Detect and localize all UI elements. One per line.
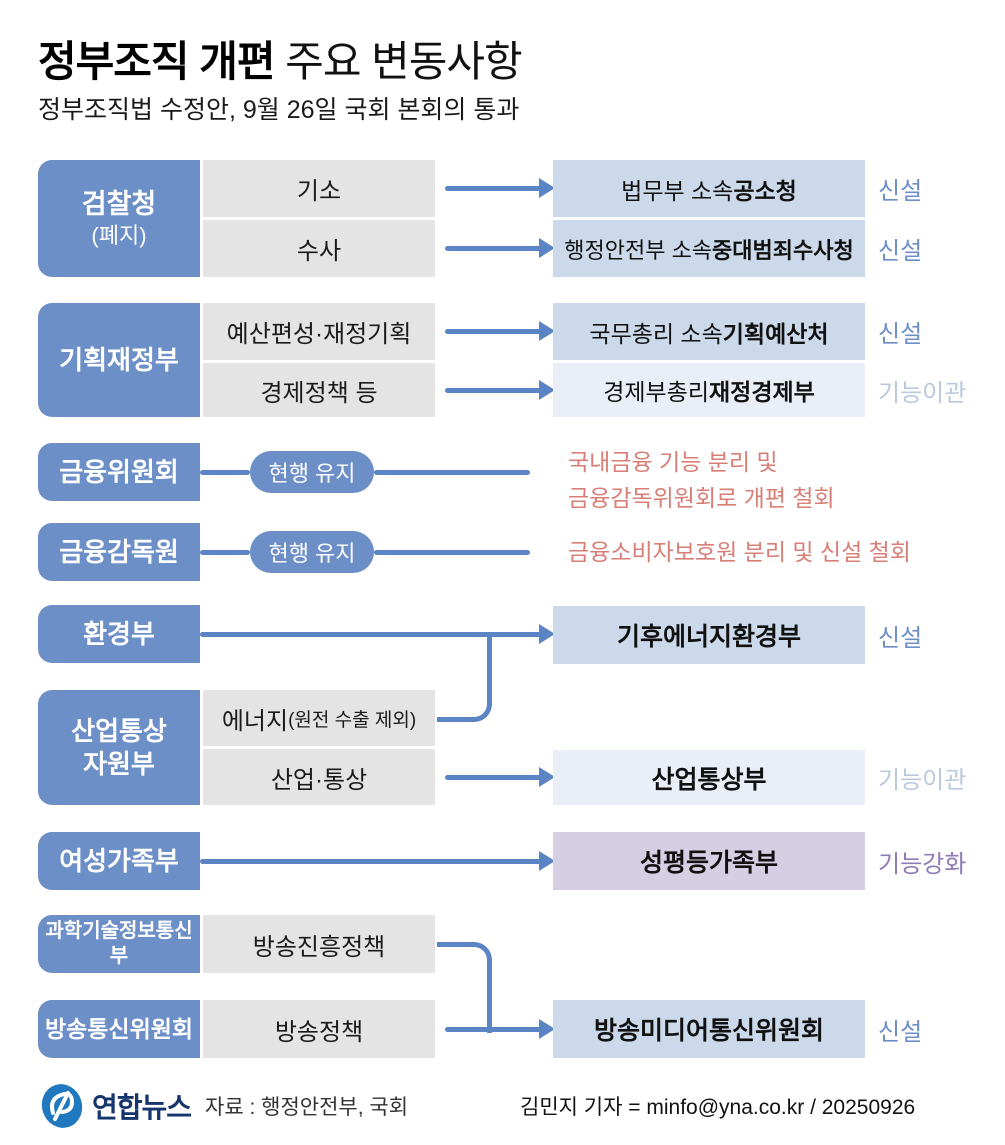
dest-main: 성평등가족부 bbox=[639, 849, 778, 877]
page-title-bold: 정부조직 개편 bbox=[38, 38, 276, 85]
page-title: 정부조직 개편 주요 변동사항 bbox=[38, 28, 523, 89]
dest-prefix: 경제부총리 bbox=[603, 379, 709, 405]
arrow-line bbox=[445, 775, 541, 780]
status-badge-new: 신설 bbox=[878, 238, 923, 265]
source-label-line2: 자원부 bbox=[83, 748, 155, 779]
dest-prefix: 국무총리 소속 bbox=[589, 320, 723, 347]
function-box-industry-trade: 산업·통상 bbox=[203, 749, 435, 805]
source-box-environment: 환경부 bbox=[38, 605, 200, 663]
dest-main: 공소청 bbox=[733, 177, 797, 204]
yonhap-logo-text: 연합뉴스 bbox=[92, 1092, 192, 1123]
status-badge-new: 신설 bbox=[878, 321, 923, 348]
source-label: 방송통신위원회 bbox=[44, 1015, 194, 1042]
dest-main: 기후에너지환경부 bbox=[616, 623, 801, 651]
function-label: 에너지 bbox=[221, 707, 289, 735]
arrow-line bbox=[445, 246, 541, 251]
source-box-finance-ministry: 기획재정부 bbox=[38, 303, 200, 417]
status-pill-maintain: 현행 유지 bbox=[250, 451, 374, 493]
status-badge-new: 신설 bbox=[878, 1018, 923, 1046]
source-label: 금융위원회 bbox=[59, 456, 179, 487]
function-box-budget: 예산편성·재정기획 bbox=[203, 303, 435, 360]
arrow-head-icon bbox=[539, 178, 555, 198]
function-box-energy: 에너지(원전 수출 제외) bbox=[203, 690, 435, 746]
arrow-head-icon bbox=[539, 380, 555, 400]
arrow-line bbox=[445, 186, 541, 191]
dest-main: 재정경제부 bbox=[709, 379, 815, 405]
status-badge-new: 신설 bbox=[878, 624, 923, 652]
dest-main: 방송미디어통신위원회 bbox=[593, 1017, 824, 1045]
dest-main: 기획예산처 bbox=[722, 320, 829, 347]
dest-box-planning-budget-office: 국무총리 소속 기획예산처 bbox=[553, 303, 865, 360]
merge-connector-down bbox=[437, 942, 492, 1033]
status-badge-transfer: 기능이관 bbox=[878, 767, 967, 794]
source-credit: 자료 : 행정안전부, 국회 bbox=[205, 1096, 409, 1119]
function-box-broadcast-promotion: 방송진흥정책 bbox=[203, 915, 435, 973]
arrow-line bbox=[445, 388, 541, 393]
reporter-byline: 김민지 기자 = minfo@yna.co.kr / 20250926 bbox=[520, 1096, 916, 1119]
connector-line bbox=[200, 550, 250, 555]
arrow-head-icon bbox=[539, 238, 555, 258]
merge-connector-up bbox=[437, 634, 492, 722]
source-box-industry: 산업통상 자원부 bbox=[38, 690, 200, 805]
note-line: 국내금융 기능 분리 및 bbox=[568, 449, 778, 475]
status-badge-transfer: 기능이관 bbox=[878, 379, 967, 407]
source-label: 검찰청 bbox=[81, 188, 157, 219]
arrow-line bbox=[200, 859, 541, 864]
dest-box-serious-crime-agency: 행정안전부 소속 중대범죄수사청 bbox=[553, 220, 865, 277]
arrow-head-icon bbox=[539, 851, 555, 871]
yonhap-logo-icon bbox=[41, 1084, 83, 1128]
page-subtitle: 정부조직법 수정안, 9월 26일 국회 본회의 통과 bbox=[38, 96, 520, 124]
note-line: 금융감독위원회로 개편 철회 bbox=[568, 485, 835, 511]
dest-box-climate-energy-environment: 기후에너지환경부 bbox=[553, 606, 865, 664]
function-box-broadcast-policy: 방송정책 bbox=[203, 1000, 435, 1058]
function-box-economic-policy: 경제정책 등 bbox=[203, 363, 435, 417]
function-label-small: (원전 수출 제외) bbox=[288, 709, 417, 731]
arrow-line bbox=[445, 1027, 541, 1032]
source-label: 기획재정부 bbox=[59, 344, 179, 375]
source-box-prosecution: 검찰청 (폐지) bbox=[38, 160, 200, 277]
connector-line bbox=[200, 470, 250, 475]
source-box-kcc: 방송통신위원회 bbox=[38, 1000, 200, 1058]
arrow-head-icon bbox=[539, 624, 555, 644]
dest-box-finance-economy-ministry: 경제부총리 재정경제부 bbox=[553, 363, 865, 417]
source-box-gender: 여성가족부 bbox=[38, 832, 200, 890]
status-badge-strengthen: 기능강화 bbox=[878, 850, 967, 878]
source-label: 환경부 bbox=[83, 618, 155, 649]
dest-box-gender-equality-ministry: 성평등가족부 bbox=[553, 832, 865, 890]
source-label: 금융감독원 bbox=[59, 536, 179, 567]
arrow-head-icon bbox=[539, 1019, 555, 1039]
status-pill-maintain: 현행 유지 bbox=[250, 531, 374, 573]
function-box-investigate: 수사 bbox=[203, 220, 435, 277]
dest-box-industry-trade-ministry: 산업통상부 bbox=[553, 750, 865, 805]
arrow-head-icon bbox=[539, 321, 555, 341]
dest-prefix: 행정안전부 소속 bbox=[564, 237, 713, 263]
page-title-regular: 주요 변동사항 bbox=[274, 38, 523, 85]
dest-main: 산업통상부 bbox=[651, 765, 767, 794]
source-note: (폐지) bbox=[91, 222, 147, 248]
dest-prefix: 법무부 소속 bbox=[621, 177, 734, 204]
arrow-head-icon bbox=[539, 767, 555, 787]
source-label: 여성가족부 bbox=[59, 845, 179, 876]
source-box-fss: 금융감독원 bbox=[38, 523, 200, 581]
status-badge-new: 신설 bbox=[878, 178, 923, 205]
dest-main: 중대범죄수사청 bbox=[712, 237, 854, 263]
note-text: 국내금융 기능 분리 및 금융감독위원회로 개편 철회 bbox=[568, 444, 835, 516]
dest-box-media-communications-commission: 방송미디어통신위원회 bbox=[553, 1000, 865, 1058]
note-text: 금융소비자보호원 분리 및 신설 철회 bbox=[568, 539, 911, 565]
connector-line bbox=[374, 550, 530, 555]
dest-box-prosecution-office: 법무부 소속 공소청 bbox=[553, 160, 865, 217]
arrow-line bbox=[200, 632, 541, 637]
arrow-line bbox=[445, 329, 541, 334]
connector-line bbox=[374, 470, 530, 475]
source-label-line1: 산업통상 bbox=[71, 716, 167, 746]
source-box-fsc: 금융위원회 bbox=[38, 443, 200, 501]
source-box-science-ict: 과학기술정보통신부 bbox=[38, 915, 200, 973]
source-label: 과학기술정보통신부 bbox=[45, 920, 193, 967]
function-box-prosecute: 기소 bbox=[203, 160, 435, 217]
